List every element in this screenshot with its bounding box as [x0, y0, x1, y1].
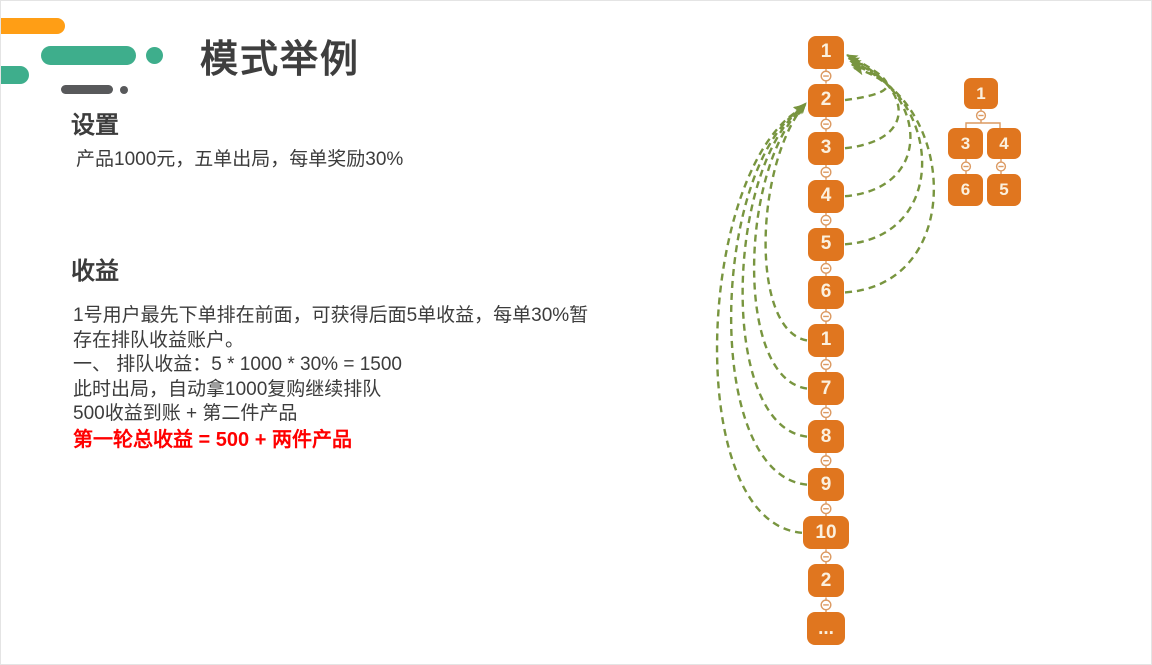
- income-line-5: 500收益到账 + 第二件产品: [73, 403, 298, 424]
- decor-bar-gray: [61, 85, 113, 94]
- arrow-node3-to-node1: [844, 57, 900, 150]
- income-highlight: 第一轮总收益 = 500 + 两件产品: [73, 428, 352, 451]
- decor-bar-teal-left: [1, 66, 29, 84]
- tree-node-6: 6: [948, 174, 983, 206]
- arrow-node11-to-node2: [715, 105, 806, 534]
- income-line-4: 此时出局，自动拿1000复购继续排队: [73, 378, 382, 400]
- decor-bar-orange: [1, 18, 65, 34]
- arrow-node7-to-node2: [764, 102, 808, 342]
- decor-dot-teal: [146, 47, 163, 64]
- queue-node-9-8: 8: [808, 420, 844, 454]
- queue-node-2-2: 2: [808, 83, 844, 117]
- queue-node-10-9: 9: [808, 468, 844, 502]
- setup-body-text: 产品1000元，五单出局，每单奖励30%: [76, 149, 404, 170]
- queue-node-3-3: 3: [808, 131, 844, 165]
- queue-node-8-7: 7: [808, 372, 844, 406]
- tree-bracket: [965, 122, 1001, 128]
- income-heading: 收益: [71, 258, 119, 285]
- arrow-node6-to-node1: [844, 65, 935, 294]
- tree-node-4: 4: [987, 128, 1021, 159]
- arrow-node4-to-node1: [844, 60, 912, 198]
- arrow-node2-to-node1: [844, 53, 889, 102]
- queue-node-1-1: 1: [808, 35, 844, 69]
- queue-node-4-4: 4: [808, 179, 844, 213]
- queue-node-13-...: ...: [807, 612, 845, 646]
- tree-node-1: 1: [964, 78, 998, 109]
- tree-node-3: 3: [948, 128, 983, 159]
- income-paragraph: 1号用户最先下单排在前面，可获得后面5单收益，每单30%暂 存在排队收益账户。 …: [73, 304, 588, 453]
- arrow-node5-to-node1: [844, 62, 924, 246]
- setup-heading: 设置: [71, 112, 119, 139]
- income-line-3: 一、 排队收益：5 * 1000 * 30% = 1500: [73, 354, 402, 375]
- queue-node-12-2: 2: [808, 564, 844, 598]
- queue-node-11-10: 10: [803, 516, 849, 550]
- queue-node-7-1: 1: [808, 323, 844, 357]
- decor-dot-gray: [120, 86, 128, 94]
- page-title: 模式举例: [200, 39, 361, 81]
- queue-node-6-6: 6: [808, 275, 844, 309]
- queue-node-5-5: 5: [808, 227, 844, 261]
- decor-bar-teal: [41, 46, 136, 65]
- arrow-node8-to-node2: [752, 103, 808, 390]
- income-line-2: 存在排队收益账户。: [73, 329, 245, 351]
- tree-node-5: 5: [987, 174, 1021, 206]
- arrow-node10-to-node2: [729, 104, 808, 486]
- income-line-1: 1号用户最先下单排在前面，可获得后面5单收益，每单30%暂: [73, 305, 589, 326]
- arrow-node9-to-node2: [741, 104, 808, 438]
